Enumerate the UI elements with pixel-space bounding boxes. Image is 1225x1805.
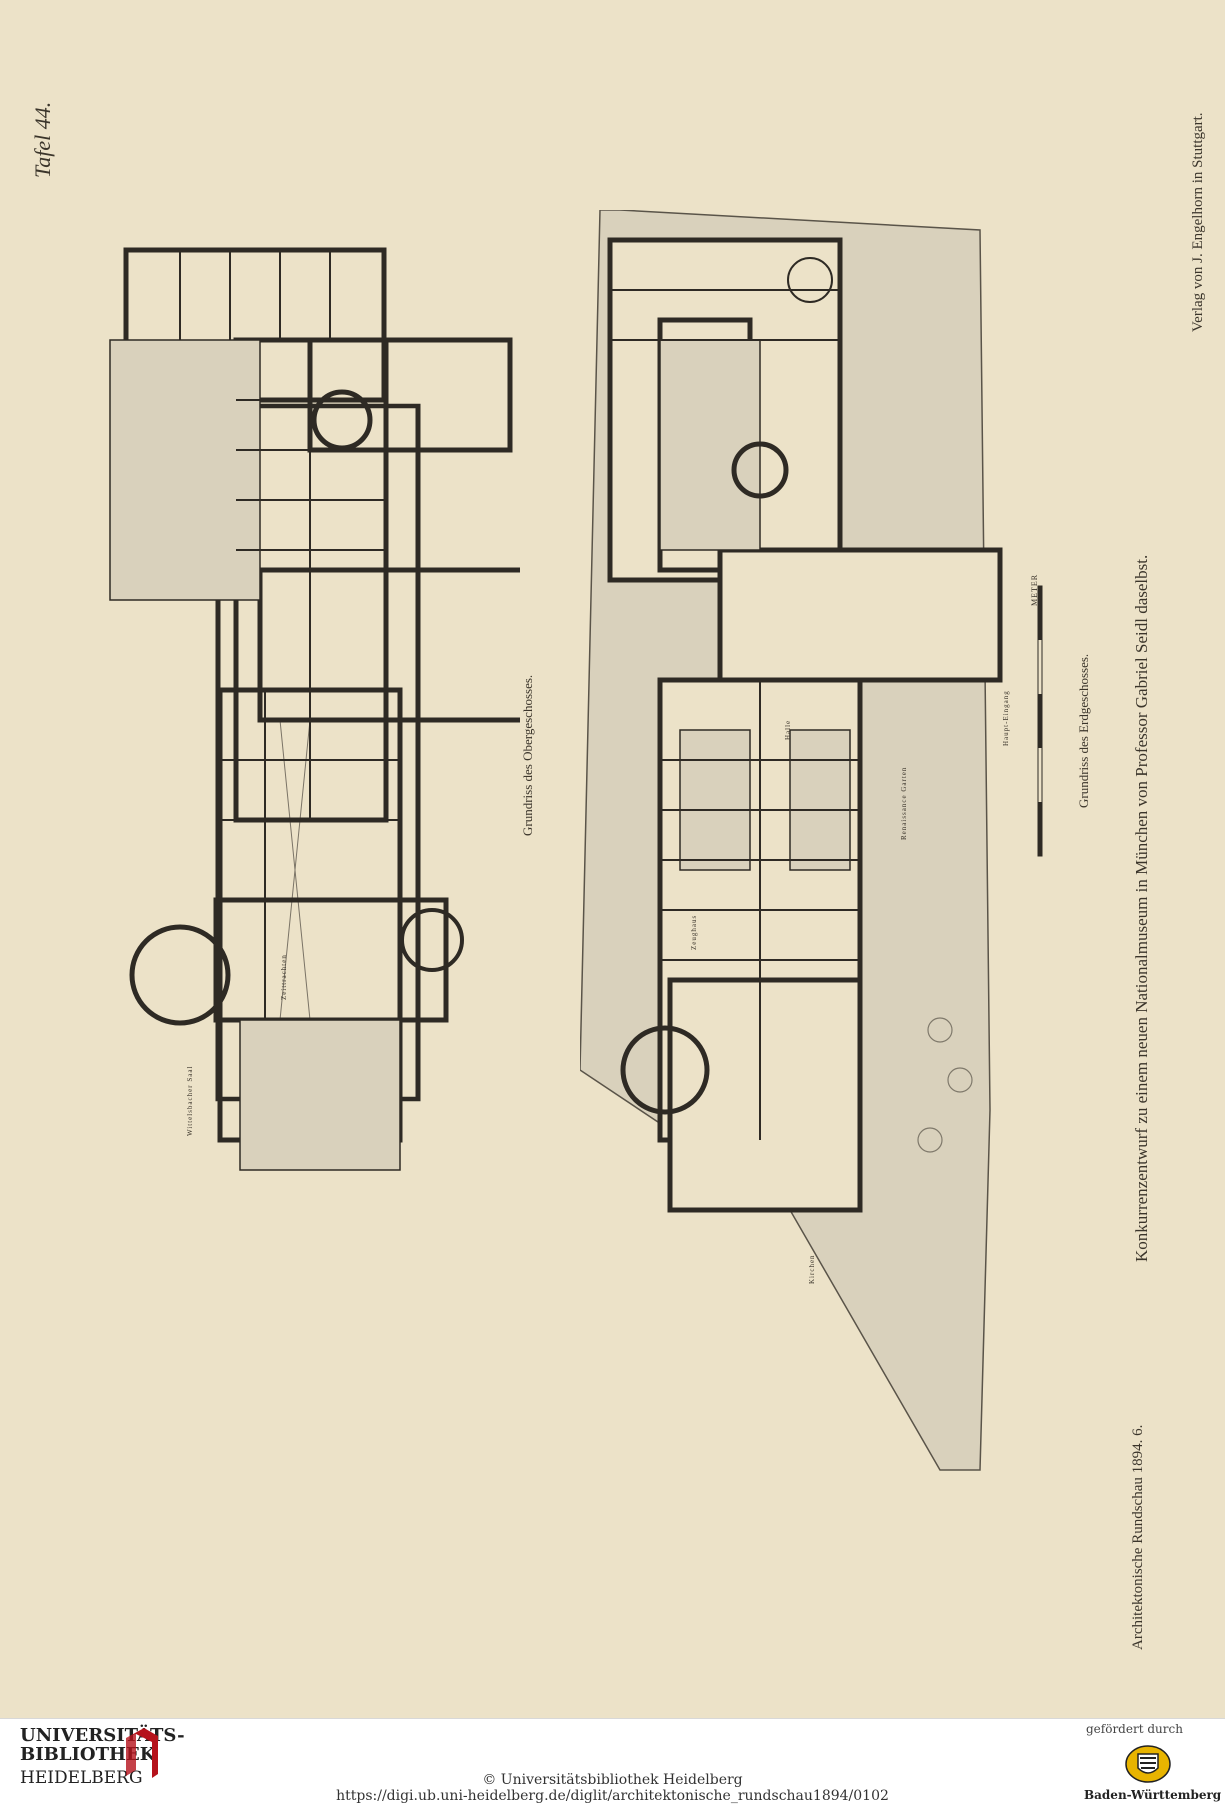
ground-floor-caption: Grundriss des Erdgeschosses. (1076, 653, 1091, 808)
ground-floor-plan (580, 210, 1003, 1471)
funded-by-label: gefördert durch (1086, 1722, 1183, 1736)
baden-wuerttemberg-crest-icon[interactable] (1124, 1744, 1172, 1784)
plate-label: Tafel 44. (30, 101, 55, 178)
plan-label-garden: Renaissance Garten (900, 766, 908, 840)
library-logo-icon[interactable] (122, 1724, 162, 1780)
journal-caption: Architektonische Rundschau 1894. 6. (1130, 1424, 1146, 1650)
main-caption: Konkurrenzentwurf zu einem neuen Nationa… (1132, 554, 1151, 1262)
plan-label-wittelsbacher: Wittelsbacher Saal (186, 1065, 194, 1136)
scale-bar (1037, 585, 1043, 857)
upper-floor-plan (109, 247, 520, 1171)
funder-name: Baden-Württemberg (1084, 1788, 1222, 1802)
plan-label-zeughaus: Zeughaus (690, 914, 698, 950)
footer-bar (0, 1718, 1225, 1805)
copyright-text: © Universitätsbibliothek Heidelberg (482, 1772, 743, 1788)
plan-label-kirchen: Kirchen (808, 1254, 816, 1284)
publisher-caption: Verlag von J. Engelhorn in Stuttgart. (1190, 112, 1206, 332)
plan-label-entrance: Haupt-Eingang (1002, 690, 1010, 746)
scanned-plate: Tafel 44. Architektonische Rundschau 189… (30, 101, 1206, 1650)
source-url-link[interactable]: https://digi.ub.uni-heidelberg.de/diglit… (336, 1788, 889, 1804)
plan-label-zeittrachten: Zeittrachten (280, 954, 288, 1000)
library-line-2: BIBLIOTHEK (20, 1744, 156, 1765)
library-city: HEIDELBERG (20, 1768, 143, 1788)
scale-label: METER (1030, 573, 1039, 606)
upper-floor-caption: Grundriss des Obergeschosses. (520, 674, 535, 836)
plan-label-halle: Halle (784, 719, 792, 740)
